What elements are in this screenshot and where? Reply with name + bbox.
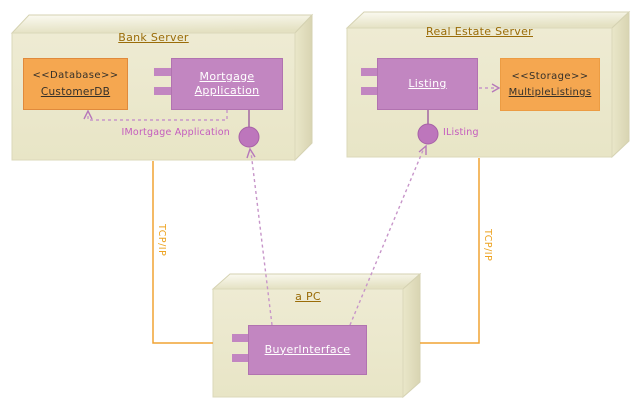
dependency-arrowhead-ilisting <box>418 144 427 155</box>
multiple-listings-artifact: <<Storage>> MultipleListings <box>500 58 600 111</box>
tcp-link-right <box>420 158 480 344</box>
mortgage-application-label-line1: Mortgage <box>199 69 255 83</box>
tcp-label-left: TCP/IP <box>156 224 167 257</box>
tcp-link-left <box>152 161 213 344</box>
imortgage-interface-label: IMortgage Application <box>121 127 230 138</box>
pc-title: a PC <box>295 290 321 303</box>
tcp-label-right: TCP/IP <box>482 229 493 262</box>
dependency-arrowhead-imortgage <box>246 147 256 159</box>
listing-label: Listing <box>408 76 447 90</box>
multiple-listings-name: MultipleListings <box>508 87 592 98</box>
multiple-listings-stereotype: <<Storage>> <box>511 71 589 82</box>
ilisting-interface-ball-icon <box>417 123 439 145</box>
buyer-interface-label: BuyerInterface <box>264 342 351 356</box>
real-estate-server-title: Real Estate Server <box>426 25 533 38</box>
bank-server-title: Bank Server <box>118 31 189 44</box>
customer-db-name: CustomerDB <box>40 86 111 98</box>
listing-component: Listing <box>377 58 478 110</box>
mortgage-application-component: Mortgage Application <box>171 58 283 110</box>
mortgage-application-label-line2: Application <box>194 84 260 97</box>
imortgage-interface-ball-icon <box>238 126 260 148</box>
customer-db-artifact: <<Database>> CustomerDB <box>23 58 128 110</box>
dependency-mortgage-to-customerdb <box>87 110 228 121</box>
buyer-interface-component: BuyerInterface <box>248 325 367 375</box>
dependency-arrowhead-customerdb <box>83 109 93 120</box>
customer-db-stereotype: <<Database>> <box>32 70 119 81</box>
ilisting-interface-label: IListing <box>443 127 479 138</box>
dependency-buyer-to-imortgage <box>250 151 273 326</box>
dependency-buyer-to-ilisting <box>349 147 425 326</box>
dependency-arrowhead-multiplelistings <box>491 83 501 93</box>
